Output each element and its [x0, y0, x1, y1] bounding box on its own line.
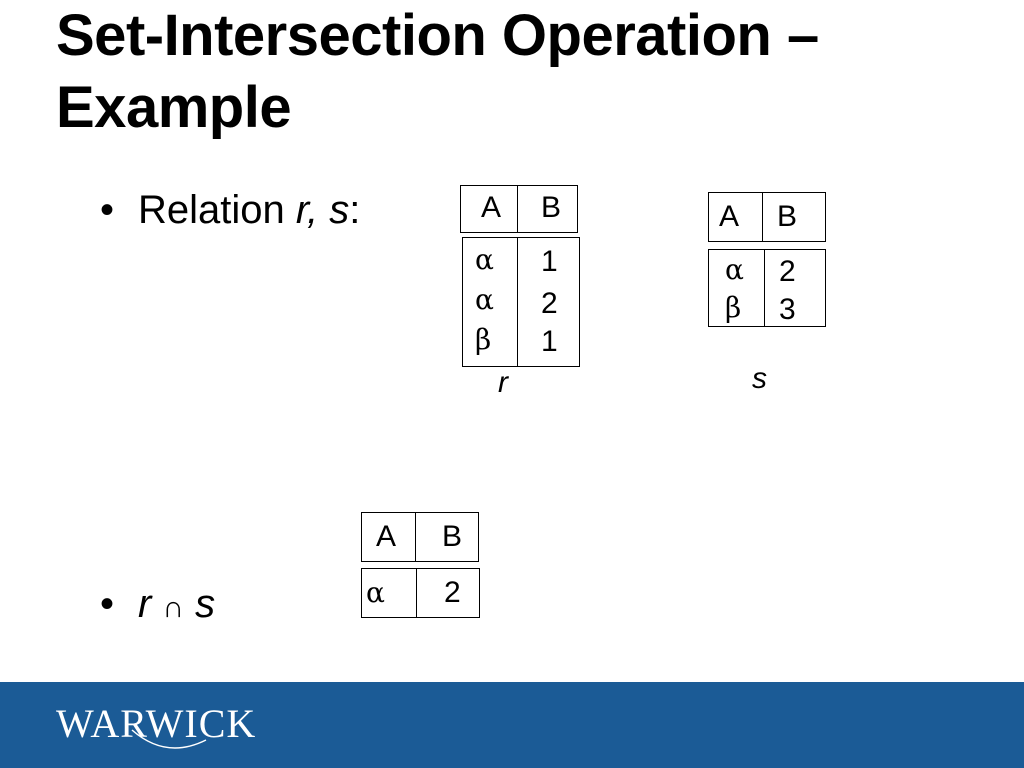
- header-b: B: [777, 200, 798, 233]
- table-cell: α: [366, 576, 385, 609]
- header-b: B: [442, 520, 463, 553]
- table-cell: α: [725, 253, 744, 286]
- relation-s-body: α 2 β 3: [708, 249, 826, 327]
- relation-r-body: α 1 α 2 β 1: [462, 237, 580, 367]
- expr-left: r: [138, 582, 152, 626]
- table-cell: 3: [779, 293, 796, 326]
- bullet-mark: •: [100, 188, 115, 232]
- footer-bar: WARWICK: [0, 682, 1024, 768]
- warwick-logo: WARWICK: [56, 701, 257, 746]
- table-cell: α: [475, 283, 494, 316]
- table-cell: 1: [541, 245, 558, 278]
- intersection-symbol: ∩: [162, 591, 185, 624]
- table-cell: 2: [444, 576, 461, 609]
- relation-r-caption: r: [498, 366, 508, 399]
- header-b: B: [541, 191, 562, 224]
- bullet-intersection: • r ∩ s: [100, 580, 215, 632]
- table-cell: 2: [541, 287, 558, 320]
- result-body: α 2: [361, 568, 480, 618]
- header-a: A: [376, 520, 397, 553]
- logo-swash-icon: [131, 729, 207, 749]
- table-cell: β: [725, 291, 742, 324]
- title-line-2: Example: [56, 75, 292, 140]
- header-a: A: [481, 191, 502, 224]
- bullet-vars: r, s: [295, 188, 350, 232]
- table-cell: β: [475, 323, 492, 356]
- relation-r-header: A B: [460, 185, 578, 233]
- bullet-mark: •: [100, 582, 115, 626]
- header-a: A: [719, 200, 740, 233]
- slide-title: Set-Intersection Operation – Example: [56, 0, 996, 144]
- title-line-1: Set-Intersection Operation –: [56, 3, 819, 68]
- bullet-text: Relation: [138, 188, 296, 232]
- relation-s-header: A B: [708, 192, 826, 242]
- table-cell: α: [475, 243, 494, 276]
- expr-right: s: [195, 582, 216, 626]
- result-header: A B: [361, 512, 479, 562]
- table-cell: 1: [541, 325, 558, 358]
- table-cell: 2: [779, 255, 796, 288]
- relation-s-caption: s: [752, 362, 767, 395]
- bullet-relation: • Relation r, s:: [100, 186, 360, 234]
- bullet-colon: :: [349, 188, 361, 232]
